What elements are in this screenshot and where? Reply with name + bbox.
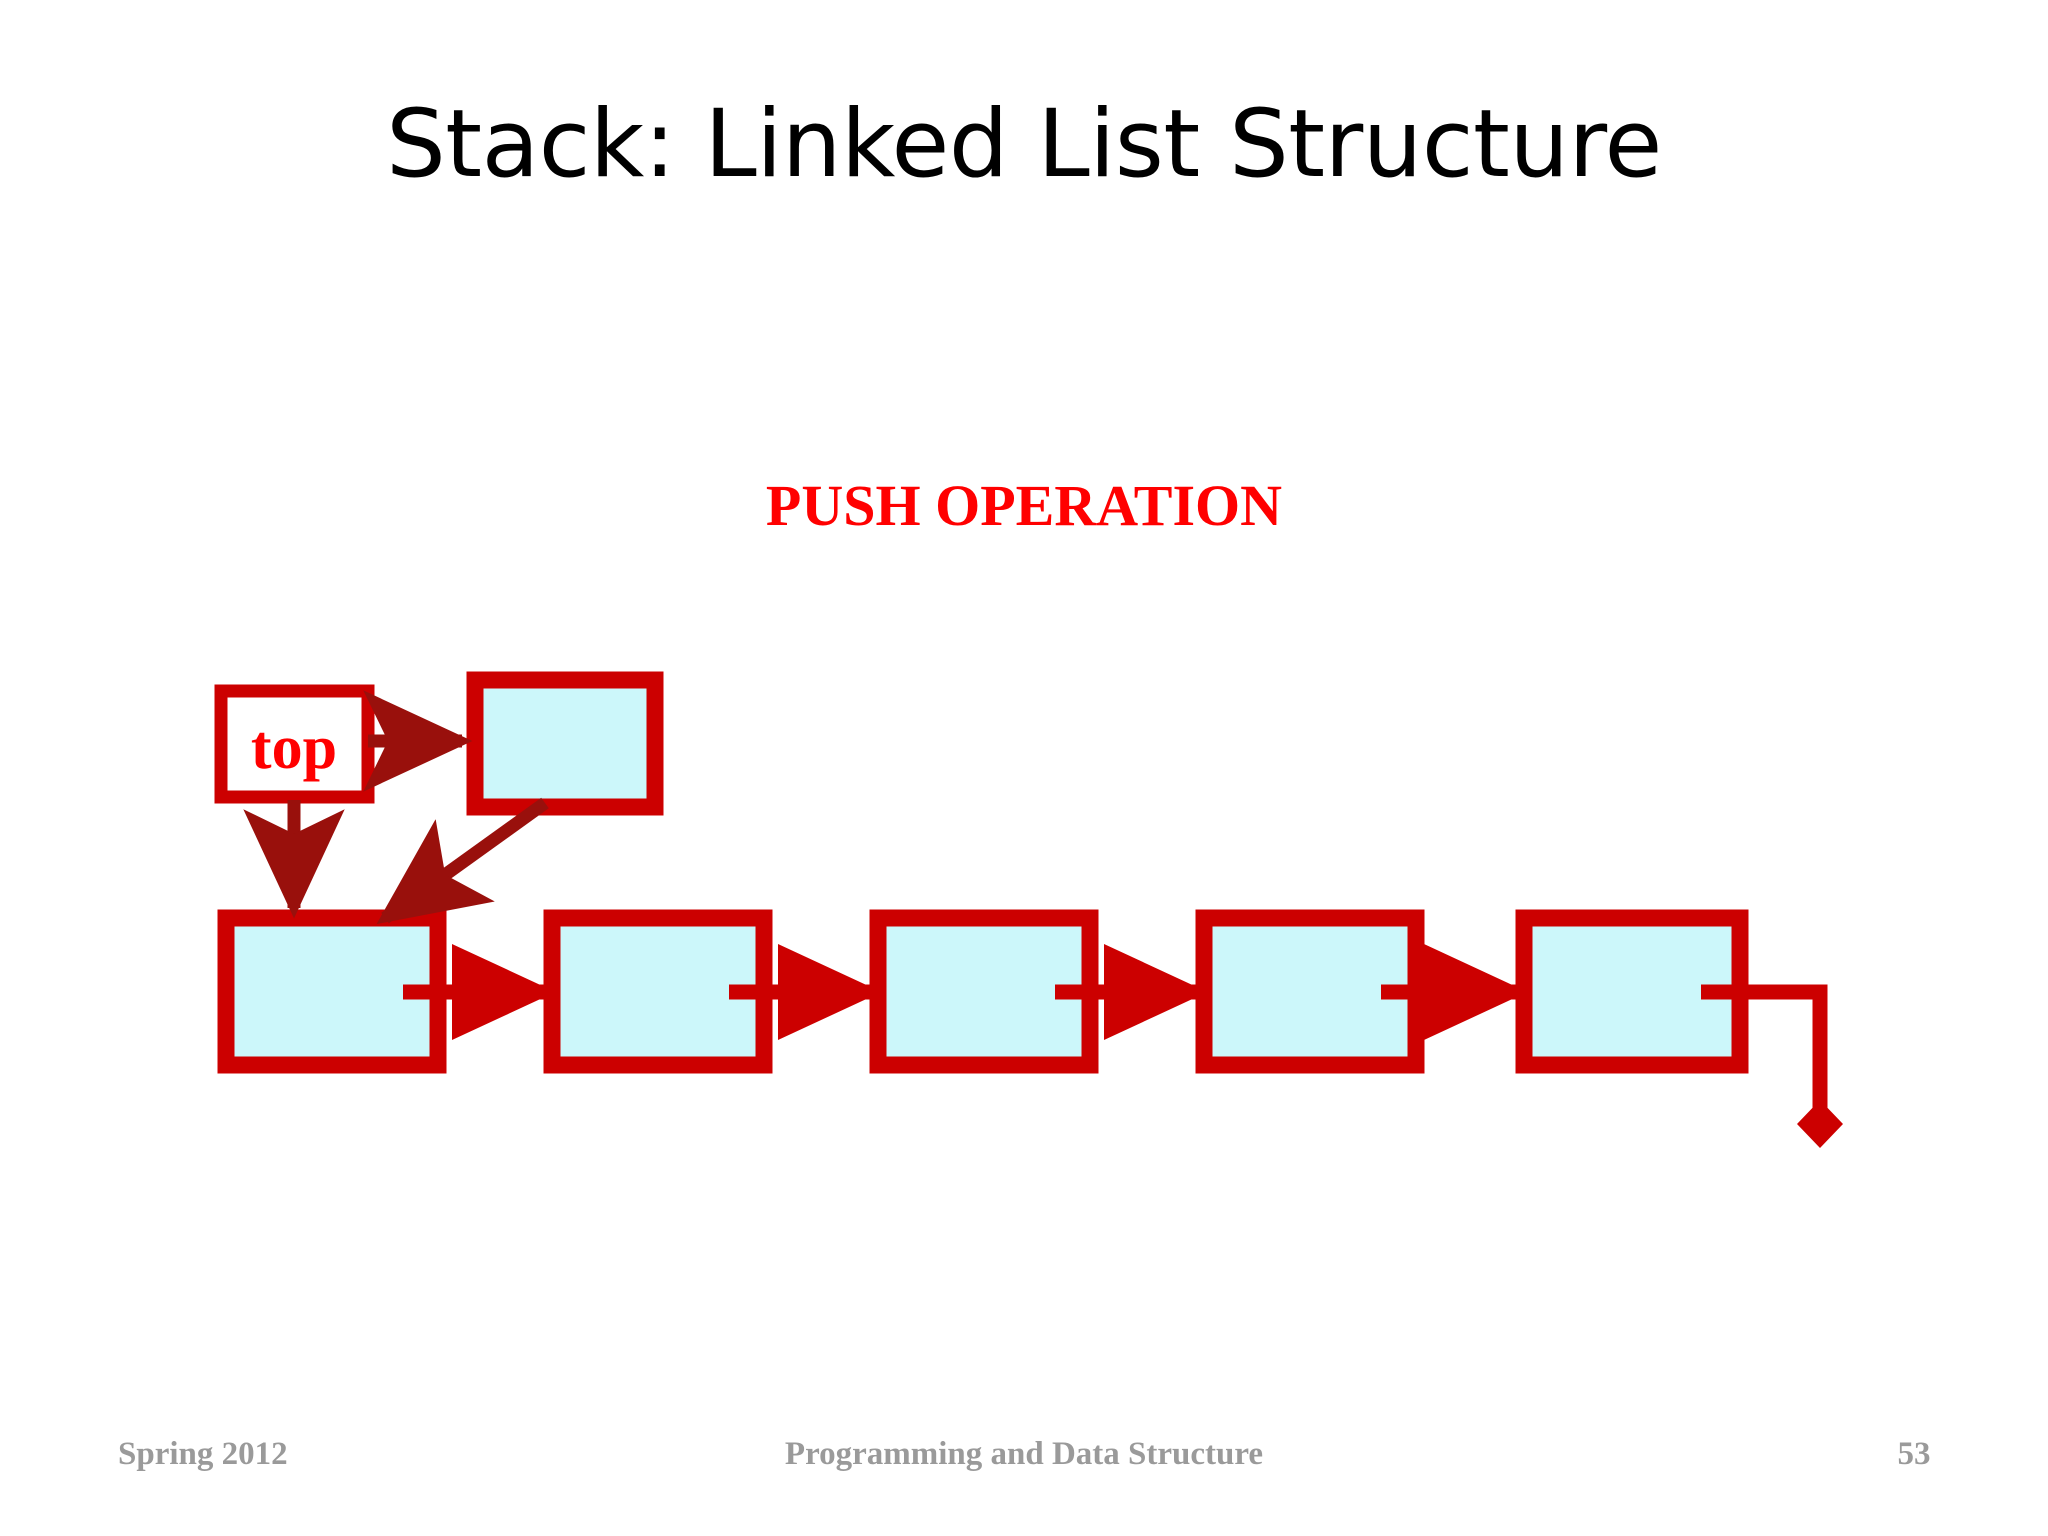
arrow-new-node-to-list-head bbox=[376, 797, 549, 925]
top-pointer-label: top bbox=[251, 714, 337, 782]
footer-page-number: 53 bbox=[1897, 1436, 1931, 1472]
list-node-3[interactable] bbox=[1195, 909, 1425, 1074]
slide-footer: Spring 2012 Programming and Data Structu… bbox=[0, 1436, 2048, 1496]
null-terminator-diamond bbox=[1797, 1100, 1843, 1148]
footer-term: Spring 2012 bbox=[118, 1436, 288, 1472]
page-title: Stack: Linked List Structure bbox=[386, 90, 1662, 199]
new-node-box[interactable] bbox=[466, 671, 664, 816]
footer-course-title: Programming and Data Structure bbox=[784, 1436, 1264, 1472]
operation-caption: PUSH OPERATION bbox=[765, 473, 1283, 538]
